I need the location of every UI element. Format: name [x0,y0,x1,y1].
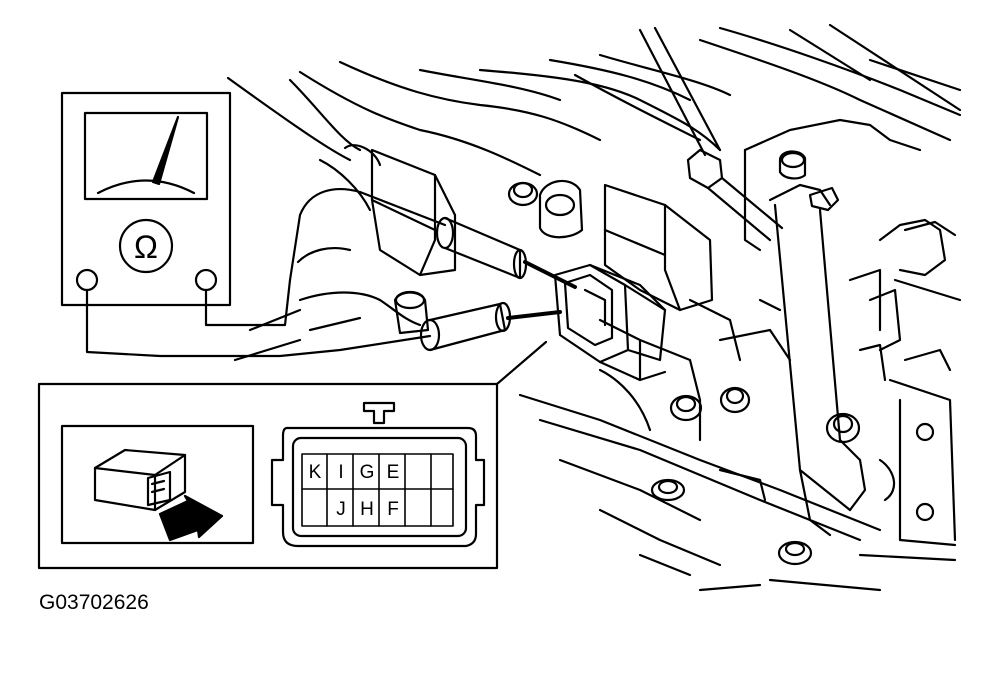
ohm-symbol-ring [118,218,174,274]
pin-label: J [336,499,346,520]
lead-wire-lower [85,288,432,358]
component-view-box [60,424,255,545]
test-leads [85,188,577,358]
ohm-symbol: Ω [134,229,158,265]
pin-labels: K I G E J H F [309,462,400,520]
pin-label: K [309,462,322,483]
meter-needle [151,115,180,186]
target-connector [553,263,667,382]
meter-body [60,91,232,307]
inset-leader-line [495,340,548,386]
probe-lower [419,301,562,352]
meter-terminal-right [194,268,218,292]
connector-inner-housing [291,436,468,538]
view-arrow-icon [158,494,224,542]
figure-id: G03702626 [39,591,149,614]
pin-label: I [338,462,343,483]
meter-scale-arc [96,179,196,195]
pin-label: H [360,499,374,520]
ohmmeter: Ω [60,91,232,307]
pin-label: E [387,462,400,483]
pin-label: G [360,462,375,483]
component-illustration [93,448,224,542]
meter-terminal-left [75,268,99,292]
connector-face: K I G E J H F [270,401,486,548]
connector-latch [362,401,396,425]
pin-label: F [387,499,399,520]
inset-panel: K I G E J H F [37,382,499,570]
meter-dial-window [83,111,209,201]
engine-background [226,23,962,592]
pin-grid [301,453,454,527]
lead-wire-upper [204,188,447,327]
connector-outer-housing [270,426,486,548]
